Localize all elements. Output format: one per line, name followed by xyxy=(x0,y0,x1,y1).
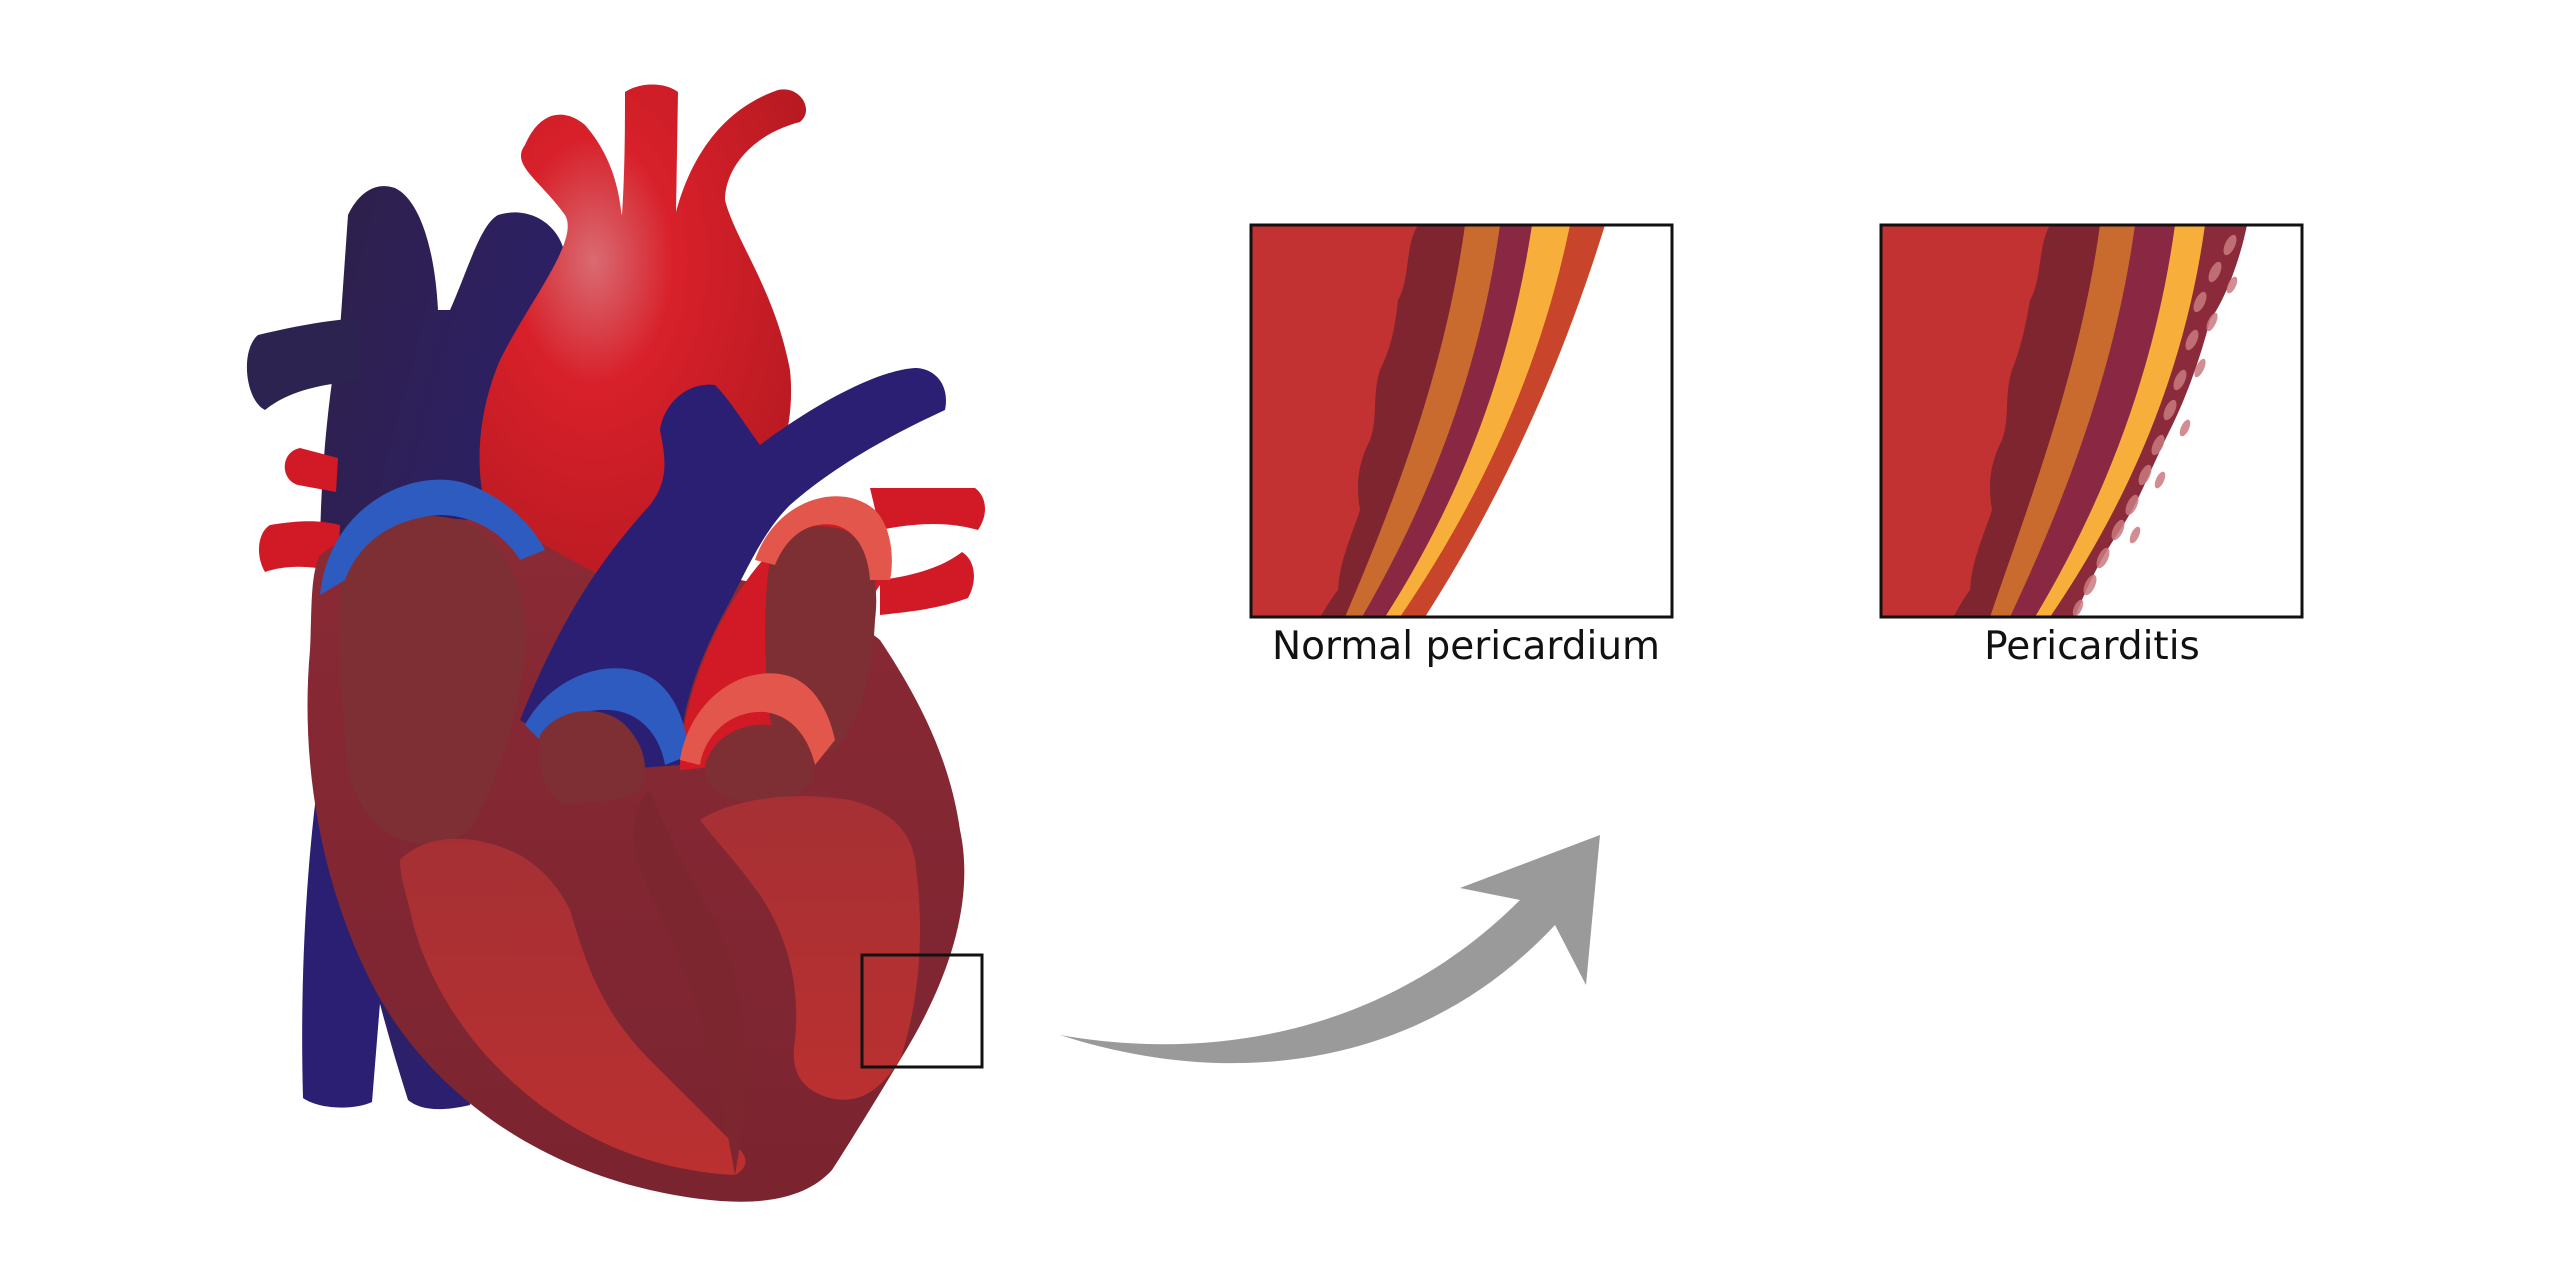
pericarditis-inset xyxy=(1881,225,2302,618)
normal-pericardium-label: Normal pericardium xyxy=(1216,624,1716,669)
normal-pericardium-inset xyxy=(1251,225,1672,617)
pulmonary-vein-upper xyxy=(870,488,985,530)
curved-arrow-icon xyxy=(1060,835,1600,1063)
heart-anatomy-icon xyxy=(247,85,985,1202)
pericarditis-label: Pericarditis xyxy=(1842,624,2342,669)
pulmonary-vein-lower xyxy=(880,552,974,615)
